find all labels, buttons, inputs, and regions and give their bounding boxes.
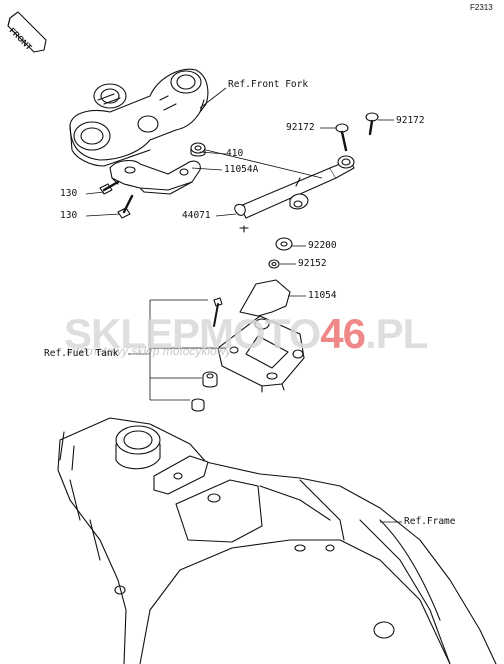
steering-damper-part xyxy=(234,155,355,233)
label-ref-fuel-tank: Ref.Fuel Tank xyxy=(44,348,119,359)
washer-92200-part xyxy=(275,237,293,251)
label-92172-left: 92172 xyxy=(286,122,315,133)
triple-clamp-part xyxy=(69,68,209,167)
bolt-92172-right-part xyxy=(365,112,379,136)
watermark: SKLEPMOTO46.PL xyxy=(64,310,428,358)
front-arrow-icon xyxy=(7,11,47,53)
label-44071: 44071 xyxy=(182,210,211,221)
bracket-11054a-part xyxy=(109,159,201,195)
collar-410-part xyxy=(190,142,206,157)
bracket-11054-part xyxy=(217,279,305,393)
washer-92152-part xyxy=(268,259,280,269)
label-92200: 92200 xyxy=(308,240,337,251)
label-11054a: 11054A xyxy=(224,164,259,175)
grommet-lower-part xyxy=(191,398,205,412)
label-130-lower: 130 xyxy=(60,210,78,221)
figure-id: F2313 xyxy=(470,3,493,12)
label-ref-front-fork: Ref.Front Fork xyxy=(228,79,309,90)
bolt-92172-left-part xyxy=(335,123,349,152)
label-11054: 11054 xyxy=(308,290,337,301)
frame-part xyxy=(57,417,497,664)
label-130-upper: 130 xyxy=(60,188,78,199)
label-92172-right: 92172 xyxy=(396,115,425,126)
watermark-part1: SKLEPMOTO xyxy=(64,310,321,357)
leader-lines xyxy=(85,87,402,523)
bolt-130-lower xyxy=(117,194,134,219)
small-bolt-part xyxy=(213,297,223,327)
watermark-part2: 46 xyxy=(320,310,366,357)
grommet-upper-part xyxy=(202,371,218,388)
watermark-tagline: Internetowy sklep motocyklowy xyxy=(66,344,232,358)
label-92152: 92152 xyxy=(298,258,327,269)
label-410: 410 xyxy=(226,148,244,159)
label-ref-frame: Ref.Frame xyxy=(404,516,456,527)
watermark-part3: .PL xyxy=(364,310,428,357)
